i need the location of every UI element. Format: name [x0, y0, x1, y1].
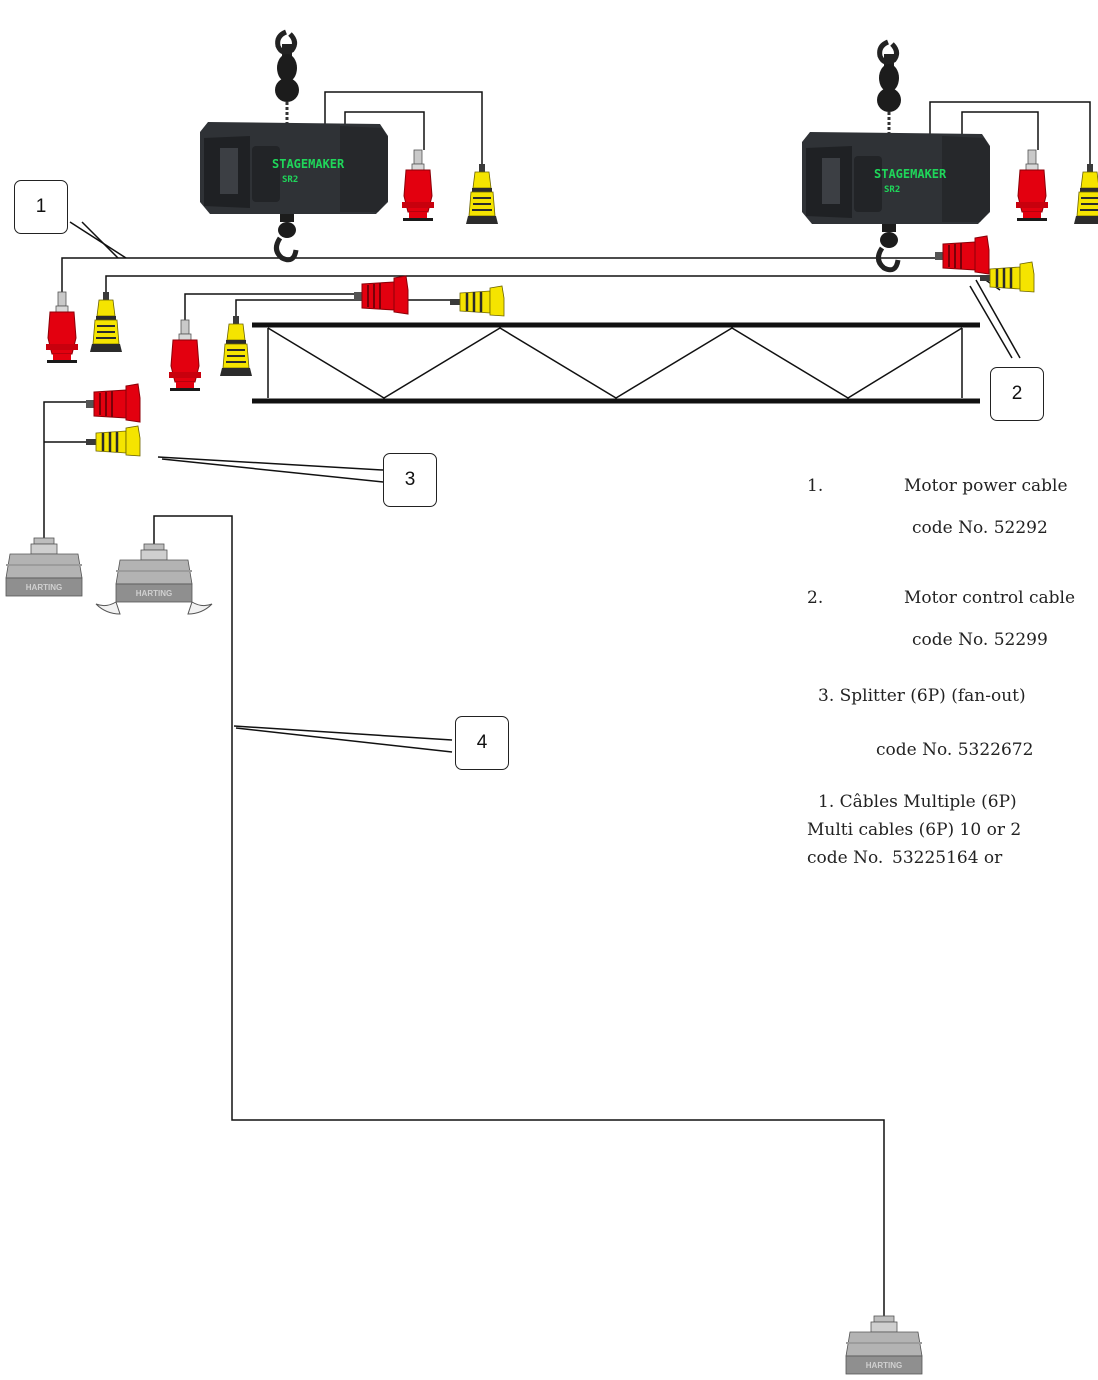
power-plug-hoist1 [401, 149, 435, 222]
legend-item3-code: code No. 5322672 [876, 740, 1034, 760]
legend-item4-code-prefix: code No. [807, 848, 884, 868]
control-plug-splitter-out [219, 315, 253, 377]
legend-item3-title: 3. Splitter (6P) (fan-out) [818, 686, 1026, 706]
control-coupler-truss [448, 284, 506, 318]
hoist-brand-label: STAGEMAKER [272, 157, 345, 171]
control-plug-hoist1 [465, 163, 499, 225]
control-coupler-splitter [84, 424, 142, 458]
legend-item2-number: 2. [807, 588, 824, 608]
harting-connector-multicable-a: HARTING [95, 543, 213, 615]
truss [252, 322, 980, 404]
power-coupler-hoist2 [934, 235, 990, 275]
power-plug-splitter-out [168, 319, 202, 392]
legend-item1-title: Motor power cable [904, 476, 1068, 496]
chain-hoist-2: STAGEMAKER SR2 [802, 42, 990, 270]
legend-item2-code: code No. 52299 [912, 630, 1048, 650]
harting-label: HARTING [136, 589, 172, 598]
legend-item4-subtitle: Multi cables (6P) 10 or 2 [807, 820, 1022, 840]
hoist-brand-label: STAGEMAKER [874, 167, 947, 181]
harting-connector-splitter: HARTING [5, 537, 83, 597]
callout-3: 3 [383, 453, 437, 507]
callout-4: 4 [455, 716, 509, 770]
harting-label: HARTING [866, 1361, 902, 1370]
callout-2: 2 [990, 367, 1044, 421]
harting-label: HARTING [26, 583, 62, 592]
harting-connector-multicable-b: HARTING [845, 1315, 923, 1375]
power-plug-hoist2 [1015, 149, 1049, 222]
power-plug-cable1-end [45, 291, 79, 364]
callout-1: 1 [14, 180, 68, 234]
legend-item2-title: Motor control cable [904, 588, 1076, 608]
control-plug-cable2-end [89, 291, 123, 353]
power-coupler-splitter [85, 383, 141, 423]
cable-lines [43, 91, 1091, 1318]
power-coupler-truss [353, 275, 409, 315]
hoist-model-label: SR2 [282, 175, 298, 185]
control-plug-hoist2 [1073, 163, 1098, 225]
legend-item4-code: 53225164 or [892, 848, 1003, 868]
legend-item1-code: code No. 52292 [912, 518, 1048, 538]
chain-hoist-1: STAGEMAKER SR2 [200, 32, 388, 260]
legend-item4-title: 1. Câbles Multiple (6P) [818, 792, 1017, 812]
legend-item1-number: 1. [807, 476, 824, 496]
hoist-model-label: SR2 [884, 185, 900, 195]
